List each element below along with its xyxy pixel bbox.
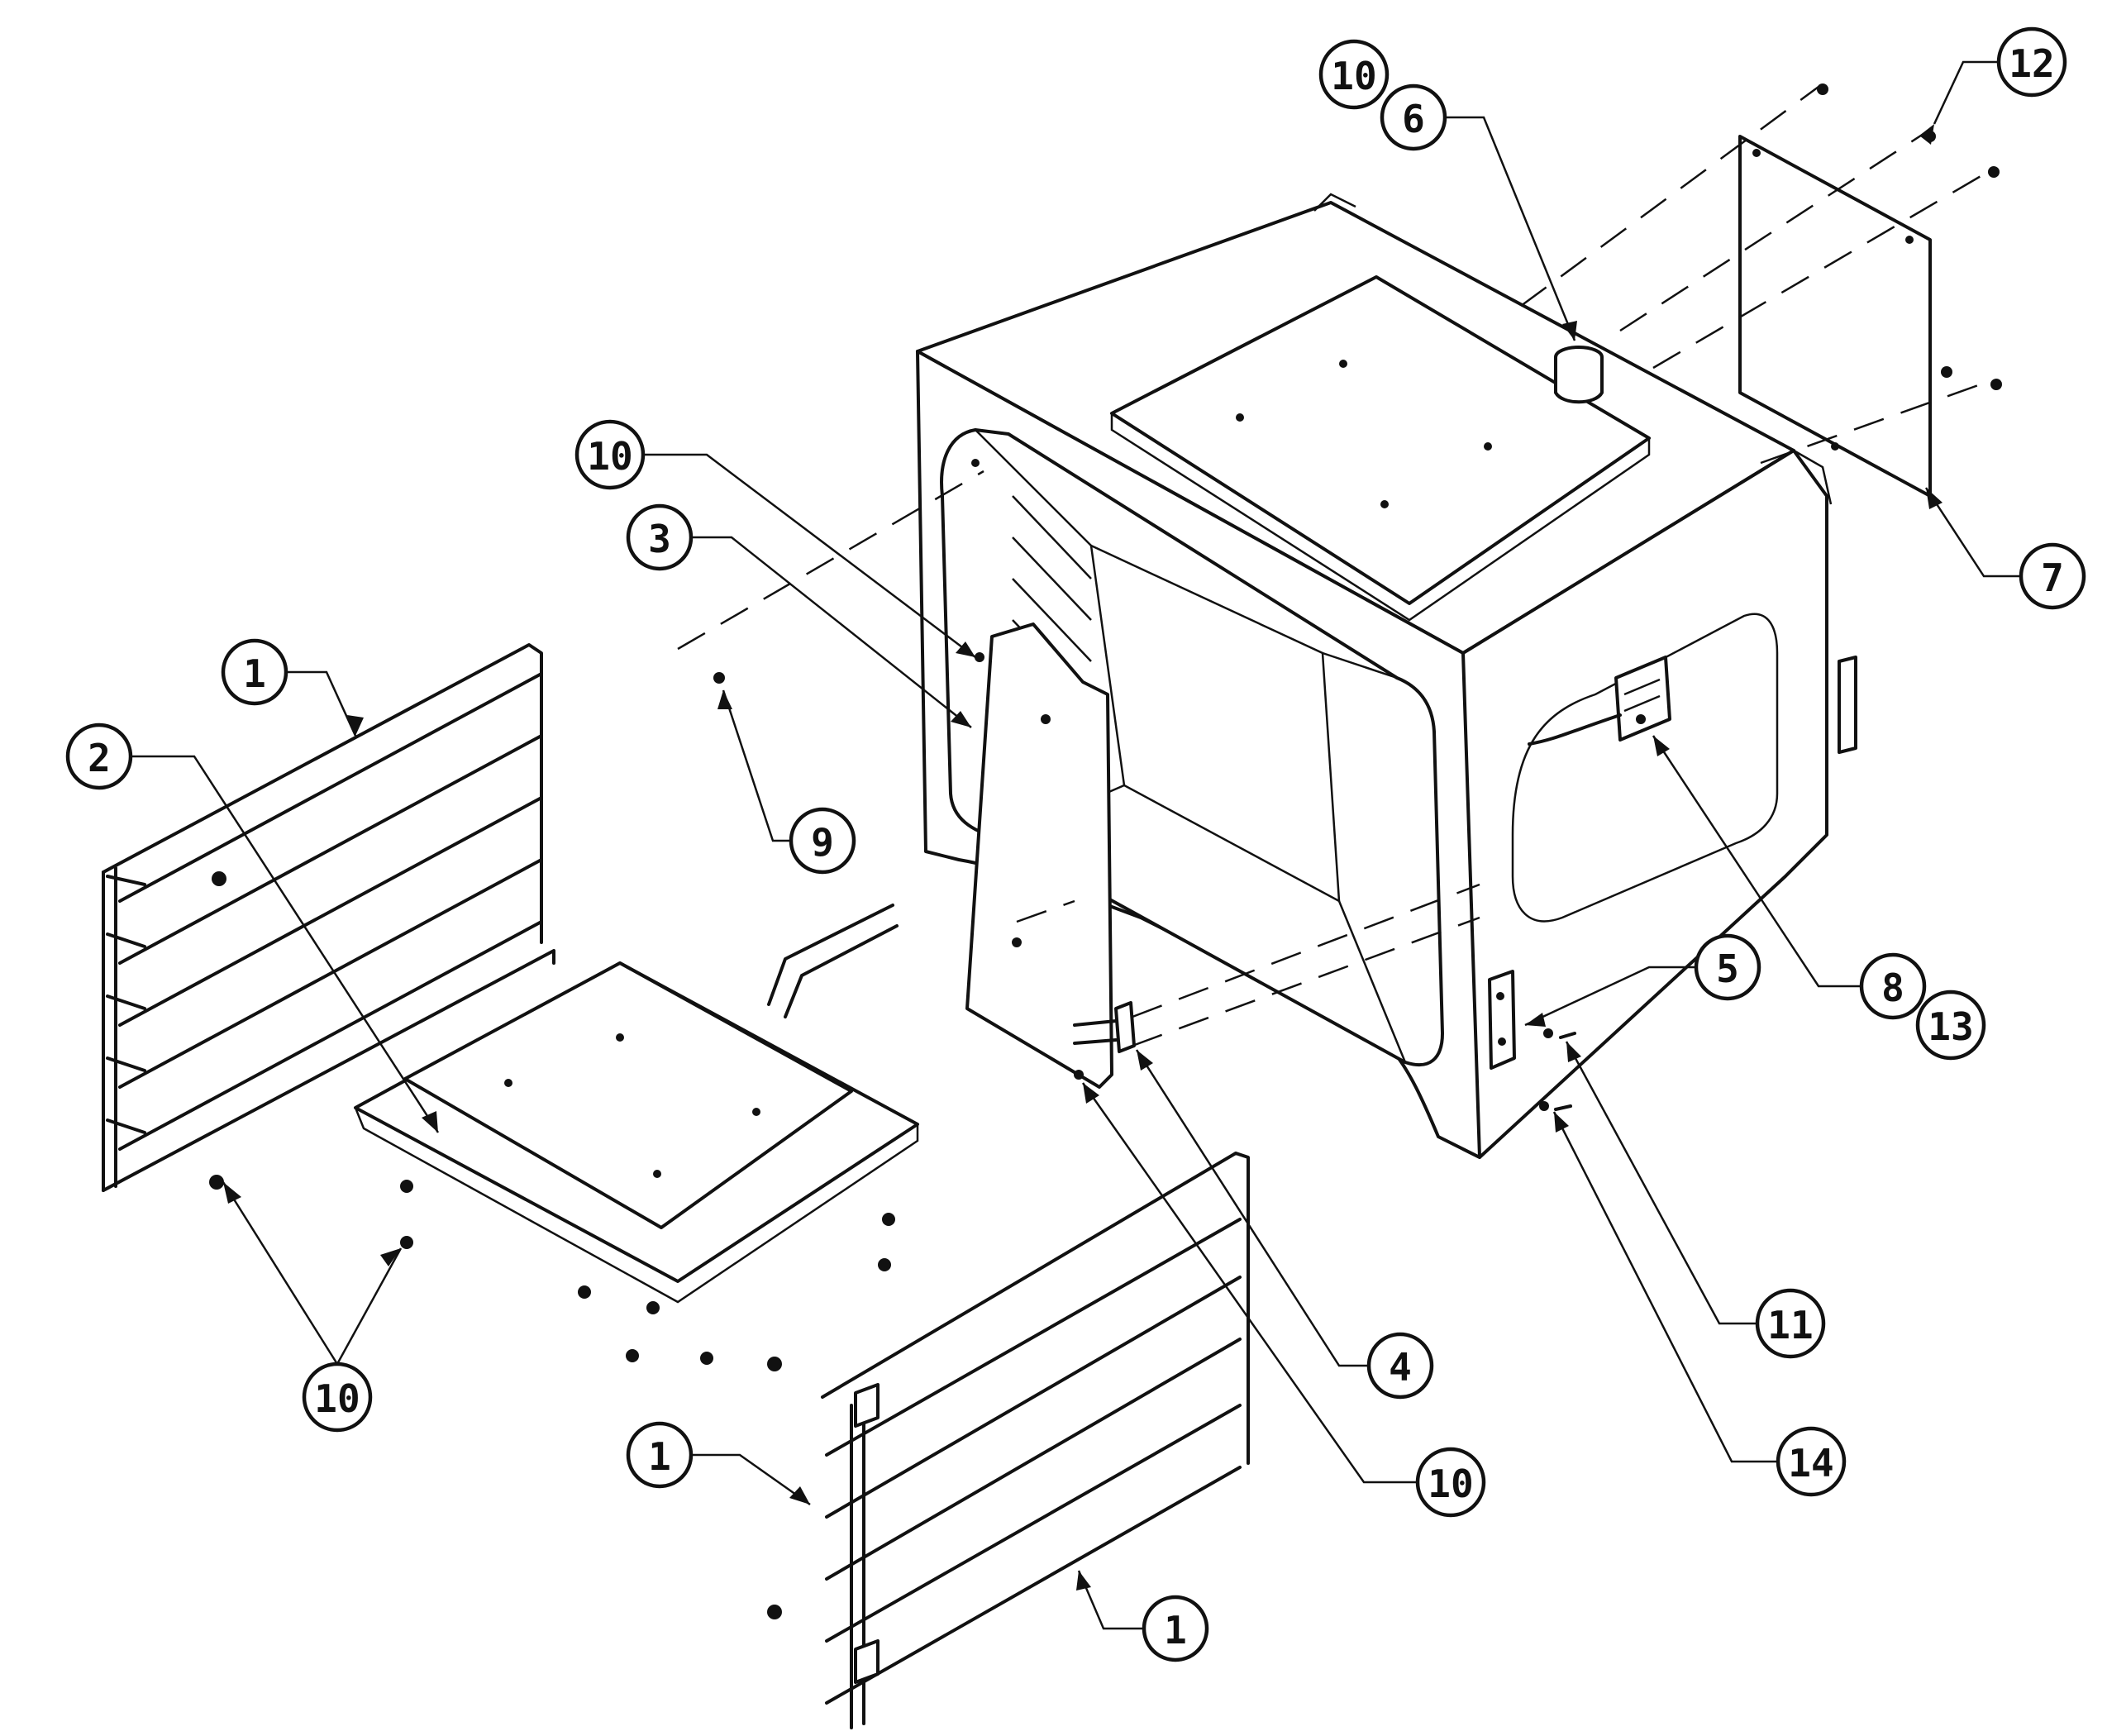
callout-5: 5 — [1694, 933, 1761, 1001]
svg-text:10: 10 — [1331, 54, 1376, 98]
svg-text:1: 1 — [1164, 1608, 1187, 1653]
callout-13: 13 — [1915, 990, 1986, 1061]
bottom-heating-element — [354, 904, 919, 1365]
oven-cavity — [916, 193, 1857, 1159]
callout-10-bracket: 10 — [1415, 1447, 1486, 1518]
thermostat-block — [1528, 656, 1671, 746]
svg-text:1: 1 — [648, 1434, 671, 1479]
callout-9: 9 — [789, 807, 856, 875]
callout-14: 14 — [1776, 1426, 1847, 1497]
baffle-plate — [677, 459, 1113, 1089]
svg-text:10: 10 — [587, 434, 632, 479]
svg-text:2: 2 — [88, 736, 111, 780]
callout-2: 2 — [65, 723, 133, 790]
callout-3: 3 — [626, 503, 694, 571]
svg-text:10: 10 — [314, 1376, 360, 1421]
callout-11: 11 — [1755, 1288, 1826, 1359]
svg-text:13: 13 — [1928, 1004, 1973, 1049]
svg-text:1: 1 — [243, 651, 266, 696]
callout-12: 12 — [1996, 26, 2067, 98]
callout-1-bottom-middle: 1 — [626, 1421, 694, 1489]
left-shelf-rack — [102, 643, 555, 1192]
svg-text:11: 11 — [1767, 1303, 1813, 1347]
right-shelf-rack — [767, 1152, 1250, 1729]
element-bracket — [1073, 883, 1480, 1080]
leader-lines — [132, 60, 2019, 1630]
callout-8: 8 — [1859, 952, 1927, 1020]
svg-text:4: 4 — [1389, 1345, 1412, 1390]
svg-text:9: 9 — [811, 820, 834, 865]
svg-text:12: 12 — [2009, 41, 2054, 86]
leader-arrowheads — [223, 124, 1943, 1591]
callout-1-bottom-right: 1 — [1142, 1595, 1209, 1662]
svg-text:14: 14 — [1788, 1441, 1833, 1486]
svg-text:7: 7 — [2041, 556, 2064, 600]
svg-text:6: 6 — [1402, 97, 1425, 141]
callout-4: 4 — [1366, 1332, 1434, 1400]
callout-10-bottom-left: 10 — [302, 1362, 373, 1433]
svg-text:5: 5 — [1716, 947, 1739, 991]
door-hinge — [1488, 970, 1576, 1111]
callout-10-top: 10 — [1318, 39, 1390, 110]
callout-7: 7 — [2019, 542, 2086, 610]
callout-6: 6 — [1380, 83, 1447, 151]
svg-text:8: 8 — [1881, 966, 1904, 1010]
svg-text:3: 3 — [648, 517, 671, 561]
callout-1-top-left: 1 — [221, 638, 288, 706]
callout-10-baffle: 10 — [574, 419, 646, 490]
svg-text:10: 10 — [1428, 1462, 1473, 1506]
